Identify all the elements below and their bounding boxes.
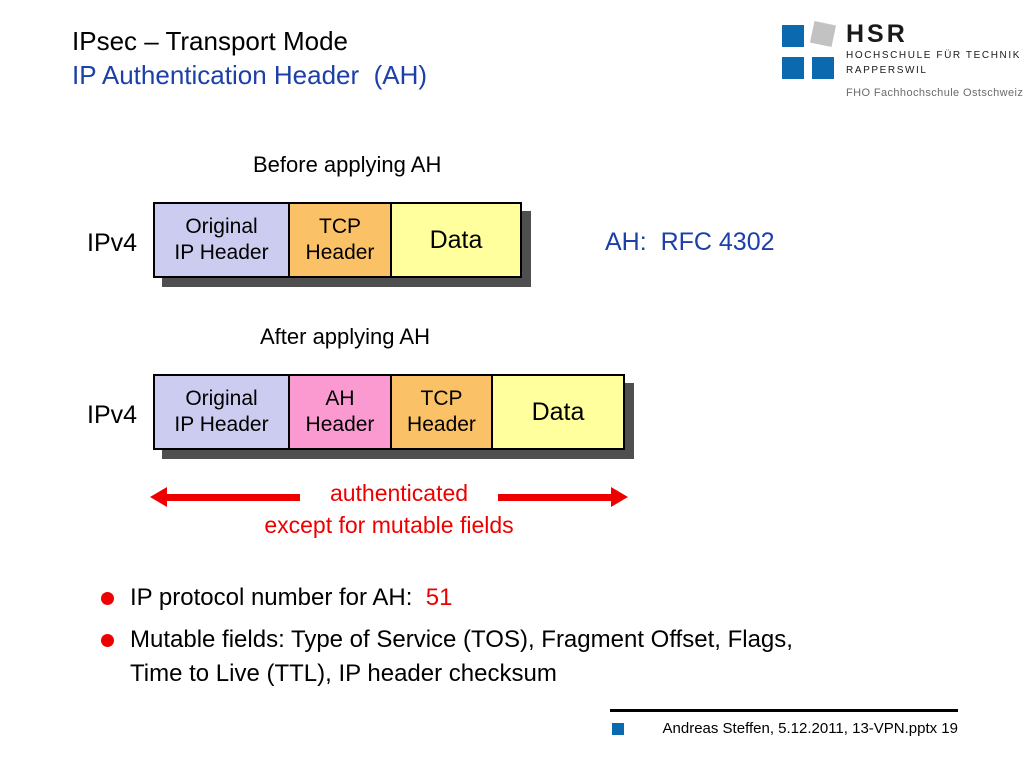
packet-diagram-before: Original IP Header TCP Header Data (153, 202, 522, 278)
packet-box-tcp-header: TCP Header (390, 374, 493, 450)
packet-box-label: Header (305, 413, 375, 436)
footer-credit: Andreas Steffen, 5.12.2011, 13-VPN.pptx … (662, 720, 958, 737)
packet-box-tcp-header: TCP Header (288, 202, 392, 278)
packet-box-label: Original (185, 215, 258, 238)
bullet-text: IP protocol number for AH: (130, 584, 413, 611)
packet-box-label: Data (531, 398, 585, 426)
slide-title: IPsec – Transport Mode (72, 26, 349, 56)
packet-box-original-ip-header: Original IP Header (153, 374, 290, 450)
packet-box-label: Original (185, 387, 258, 410)
footer-square-icon (612, 723, 624, 735)
ipv4-label-before: IPv4 (87, 229, 138, 257)
caption-before-applying-ah: Before applying AH (253, 152, 442, 177)
logo-school-name: HOCHSCHULE FÜR TECHNIK (846, 50, 1022, 61)
packet-box-label: Data (429, 226, 483, 254)
bullet-text-line2: Time to Live (TTL), IP header checksum (130, 660, 557, 687)
logo-acronym: HSR (846, 20, 908, 48)
packet-box-label: AH (325, 387, 355, 410)
logo-city: RAPPERSWIL (846, 65, 928, 76)
bullet-ip-protocol-number: IP protocol number for AH: 51 (130, 581, 452, 615)
packet-box-original-ip-header: Original IP Header (153, 202, 290, 278)
arrow-right-shaft (498, 494, 612, 501)
authenticated-label: authenticated (329, 480, 469, 506)
bullet-dot-icon (101, 634, 114, 647)
arrow-left-icon (150, 487, 167, 507)
bullet-mutable-fields: Mutable fields: Type of Service (TOS), F… (130, 623, 793, 691)
packet-box-label: TCP (319, 215, 361, 238)
bullet-dot-icon (101, 592, 114, 605)
rfc-note: AH: RFC 4302 (605, 228, 775, 256)
packet-box-label: IP Header (174, 241, 269, 264)
caption-after-applying-ah: After applying AH (260, 324, 430, 349)
arrow-right-icon (611, 487, 628, 507)
spacer (412, 584, 425, 611)
packet-box-data: Data (390, 202, 522, 278)
logo-square-icon (782, 25, 804, 47)
slide-subtitle: IP Authentication Header (AH) (72, 60, 428, 90)
protocol-number-value: 51 (425, 584, 453, 611)
packet-box-ah-header: AH Header (288, 374, 392, 450)
logo-square-gray-icon (809, 20, 837, 48)
logo-square-icon (782, 57, 804, 79)
footer-divider (610, 709, 958, 712)
packet-diagram-after: Original IP Header AH Header TCP Header … (153, 374, 625, 450)
logo-fho-line: FHO Fachhochschule Ostschweiz (846, 87, 1024, 99)
packet-box-label: Header (305, 241, 375, 264)
ipv4-label-after: IPv4 (87, 401, 138, 429)
packet-box-label: Header (407, 413, 476, 436)
bullet-text-line1: Mutable fields: Type of Service (TOS), F… (130, 626, 793, 653)
packet-box-data: Data (491, 374, 625, 450)
packet-box-label: TCP (420, 387, 463, 410)
except-mutable-fields-label: except for mutable fields (264, 512, 514, 538)
logo-square-icon (812, 57, 834, 79)
arrow-left-shaft (165, 494, 300, 501)
packet-box-label: IP Header (174, 413, 269, 436)
